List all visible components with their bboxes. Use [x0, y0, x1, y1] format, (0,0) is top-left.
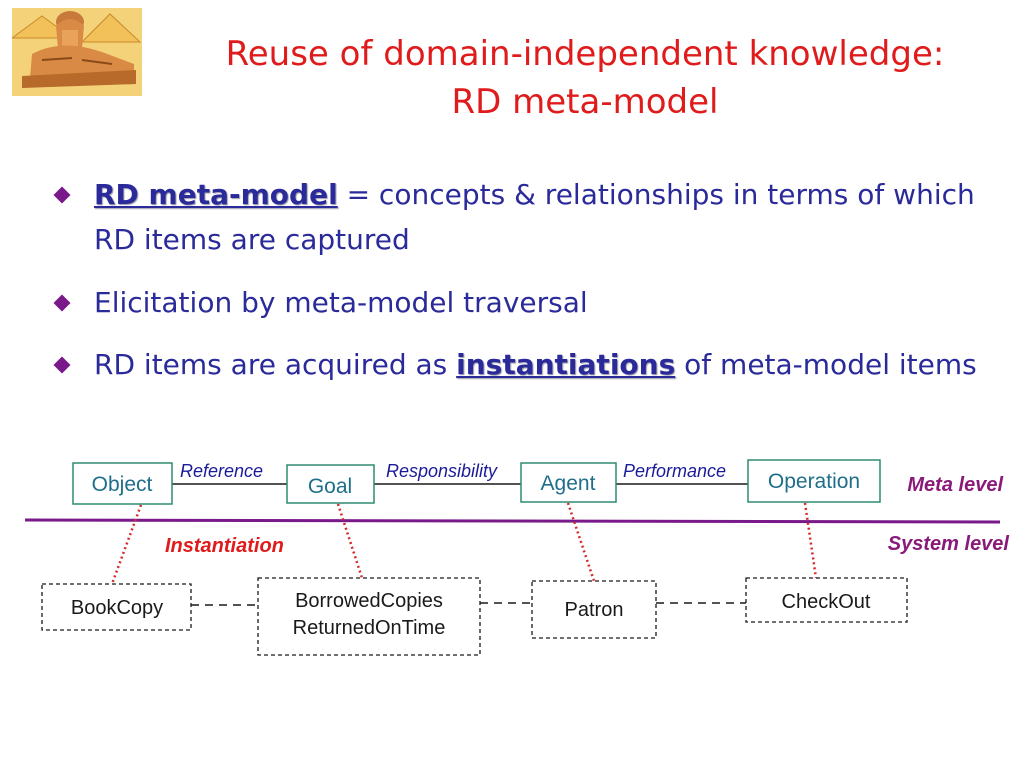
- bullet-text: of meta-model items: [675, 348, 977, 381]
- sphinx-icon: [12, 8, 142, 96]
- bullet-list: RD meta-model = concepts & relationships…: [53, 172, 1016, 387]
- relation-label-responsibility: Responsibility: [386, 461, 498, 481]
- meta-node-agent-label: Agent: [541, 472, 596, 495]
- system-node-patron: [531, 580, 657, 639]
- meta-node-operation: [747, 459, 881, 503]
- bullet-item: RD meta-model = concepts & relationships…: [53, 172, 1004, 262]
- system-node-goal-label-1: BorrowedCopies: [295, 590, 443, 612]
- system-level-label: System level: [888, 533, 1010, 555]
- bullet-text: Elicitation by meta-model traversal: [94, 286, 588, 319]
- title-line-2: RD meta-model: [451, 82, 719, 122]
- relation-label-reference: Reference: [180, 461, 263, 481]
- level-separator: [24, 518, 1001, 524]
- system-node-checkout: [745, 577, 908, 623]
- instantiation-link: [336, 503, 364, 579]
- bullet-item: Elicitation by meta-model traversal: [53, 280, 1016, 325]
- bullet-text: = concepts & relationships in terms of w…: [94, 178, 975, 256]
- meta-node-agent: [520, 462, 617, 503]
- system-node-checkout-label: CheckOut: [782, 591, 871, 613]
- meta-node-goal: [286, 464, 375, 504]
- system-node-bookcopy: [41, 583, 192, 631]
- relation-label-performance: Performance: [623, 461, 726, 481]
- bullet-emphasis: RD meta-model: [94, 178, 338, 211]
- meta-node-goal-label: Goal: [308, 475, 352, 498]
- instantiation-link: [566, 502, 596, 582]
- instantiation-link: [110, 504, 143, 585]
- bullet-text: RD items are acquired as: [94, 348, 457, 381]
- system-node-goal-label-2: ReturnedOnTime: [293, 617, 446, 639]
- bullet-item: RD items are acquired as instantiations …: [53, 342, 1016, 387]
- meta-level-label: Meta level: [907, 474, 1003, 496]
- system-node-patron-label: Patron: [565, 599, 624, 621]
- bullet-emphasis: instantiations: [456, 348, 676, 381]
- instantiation-label: Instantiation: [165, 535, 284, 557]
- meta-node-object-label: Object: [92, 473, 153, 496]
- system-node-bookcopy-label: BookCopy: [71, 597, 163, 619]
- system-node-goal: [257, 577, 481, 656]
- title-line-1: Reuse of domain-independent knowledge:: [225, 34, 945, 74]
- meta-node-object: [72, 462, 173, 505]
- instantiation-link: [803, 502, 818, 579]
- page-title: Reuse of domain-independent knowledge: R…: [150, 30, 1020, 126]
- meta-node-operation-label: Operation: [768, 470, 860, 493]
